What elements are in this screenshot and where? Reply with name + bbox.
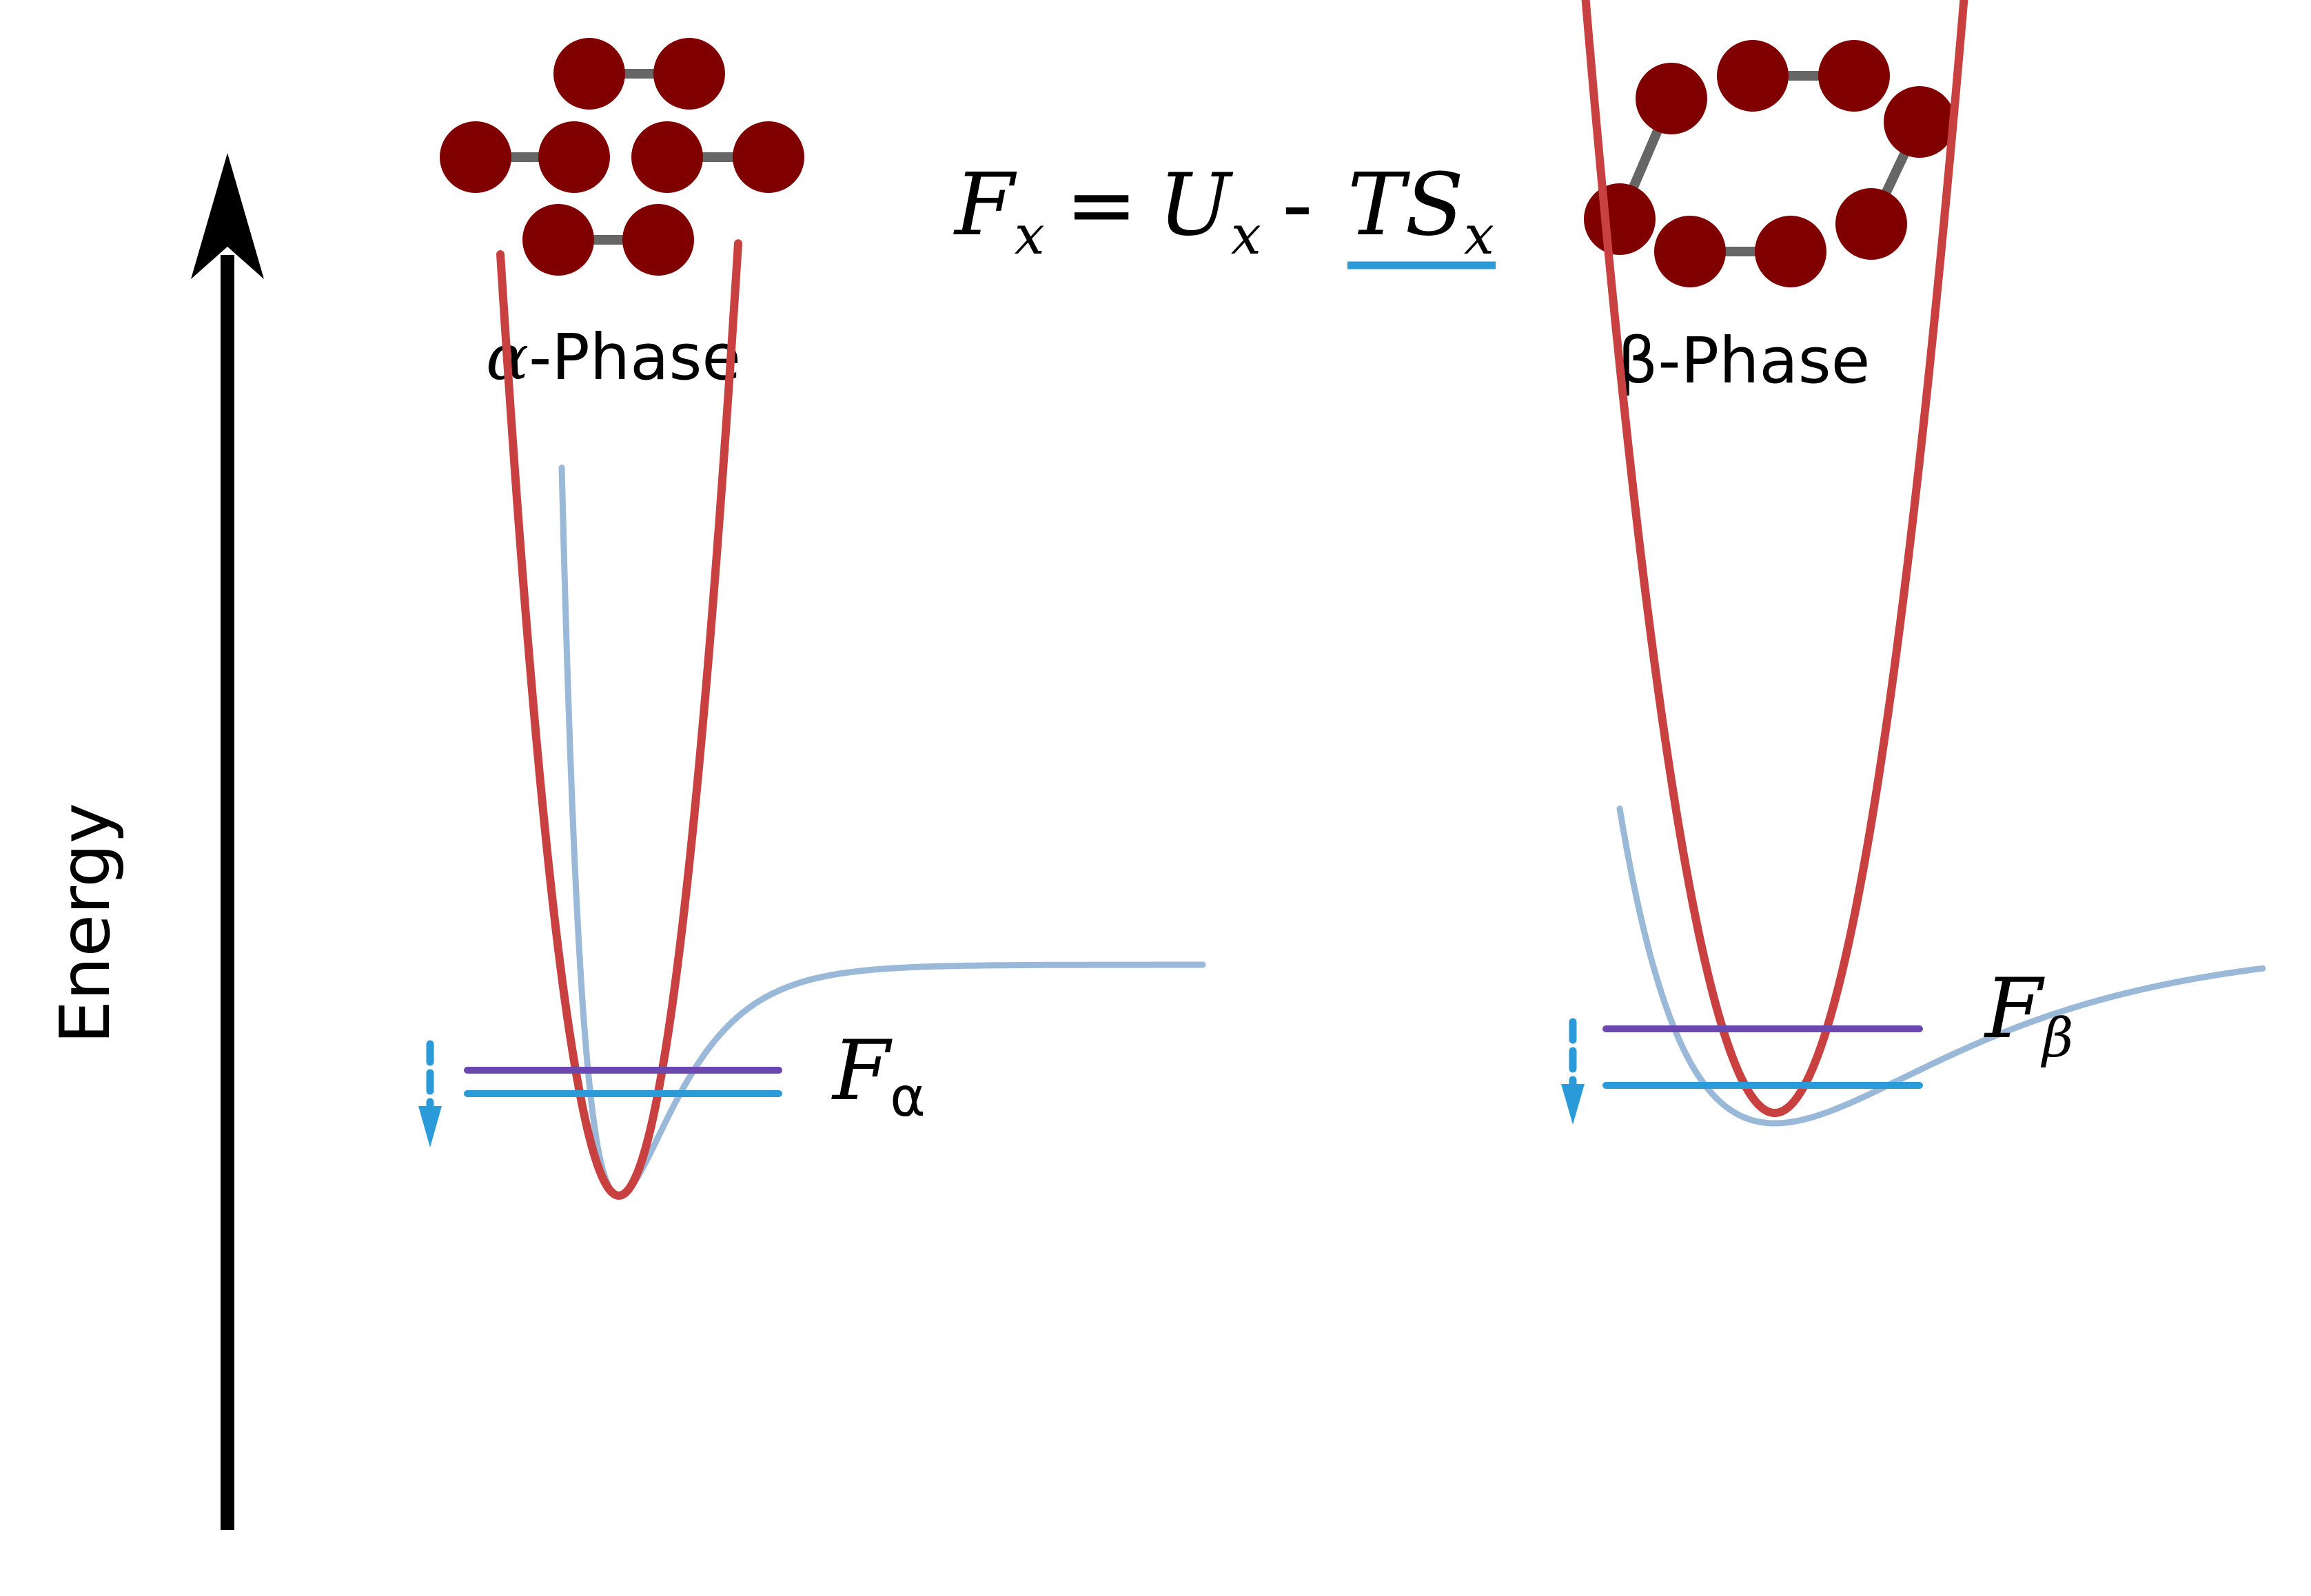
- beta-shift-arrow-head: [1561, 1084, 1585, 1125]
- alpha-anharmonic-curve: [558, 464, 1206, 1199]
- equation-text: Fx=Ux-TSx: [953, 155, 1494, 267]
- alpha-atoms: [440, 38, 804, 276]
- free-energy-equation: Fx=Ux-TSx: [953, 155, 1496, 269]
- beta-anharmonic-curve: [1616, 806, 2266, 1127]
- alpha-shift-arrow-head: [418, 1106, 442, 1147]
- beta-phase-label: β-Phase: [1618, 324, 1871, 398]
- alpha-bonds: [476, 69, 768, 245]
- beta-harmonic-curve: [1581, 0, 1968, 1118]
- energy-axis-label: Energy: [45, 803, 125, 1044]
- alpha-free-energy-label: Fα: [831, 1023, 926, 1129]
- energy-axis: Energy: [45, 153, 264, 1530]
- beta-free-energy-label: Fβ: [1984, 961, 2073, 1070]
- energy-axis-arrowhead: [191, 153, 264, 279]
- alpha-phase-label: α-Phase: [486, 320, 741, 394]
- beta-wells: Fβ: [1561, 0, 2266, 1127]
- beta-molecule: β-Phase: [1584, 40, 1955, 398]
- alpha-molecule: α-Phase: [440, 38, 804, 394]
- alpha-wells: Fα: [418, 239, 1206, 1200]
- alpha-harmonic-curve: [496, 239, 742, 1200]
